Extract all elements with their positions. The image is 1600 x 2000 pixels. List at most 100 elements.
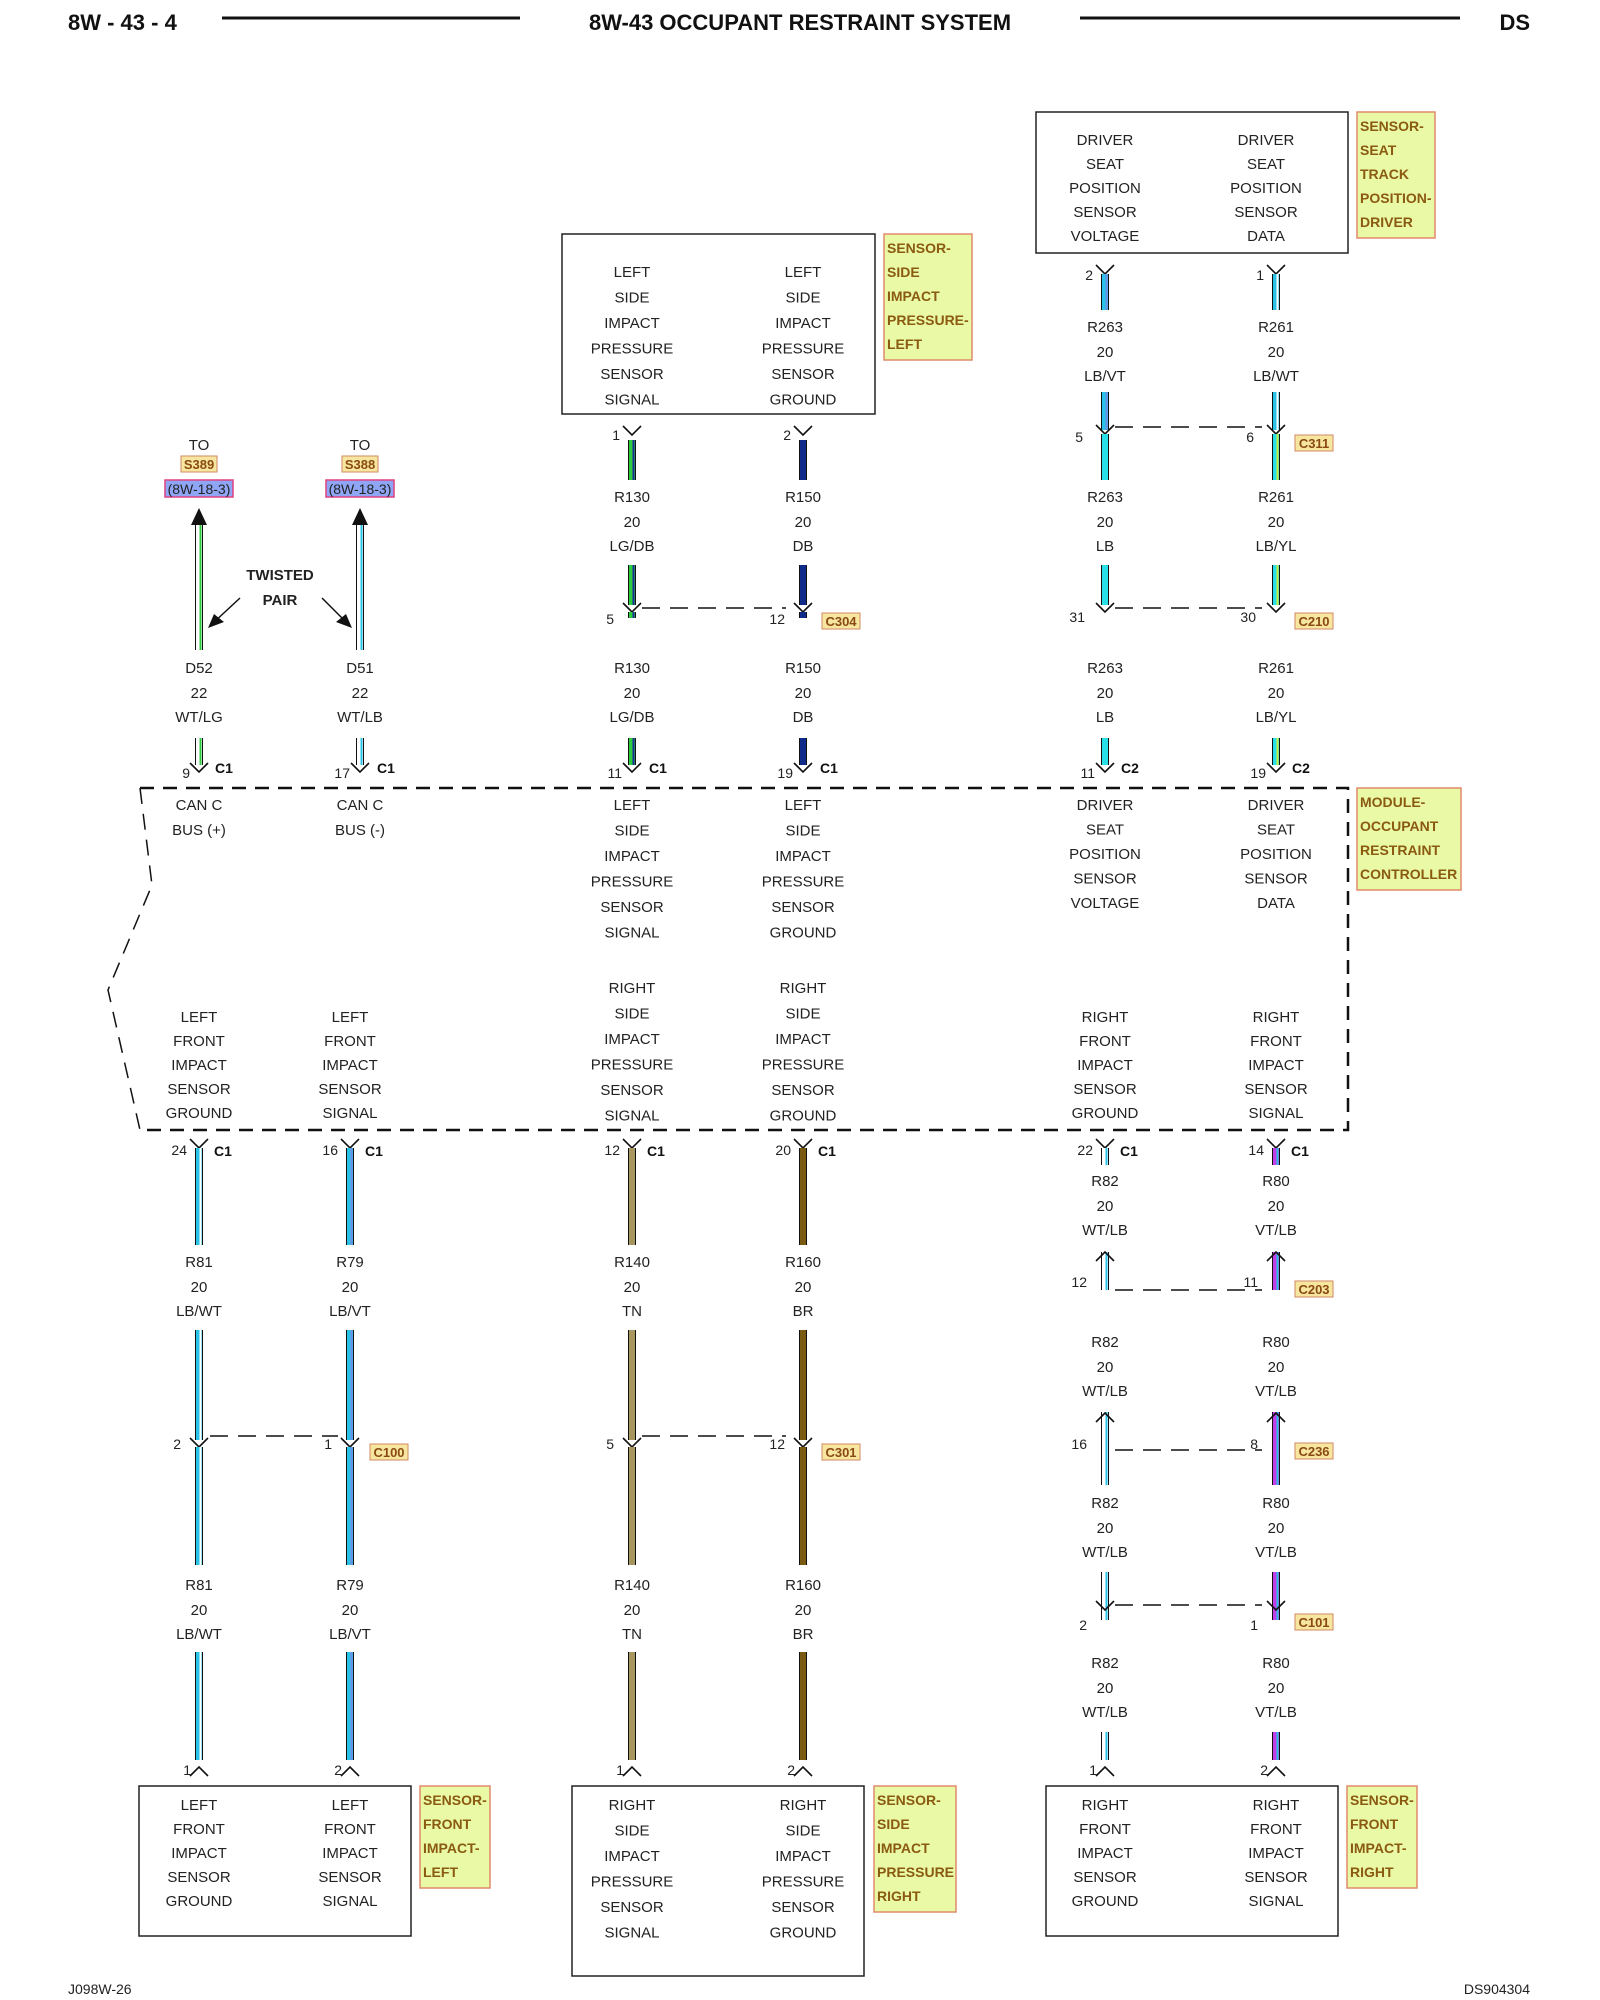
footer-left-code: J098W-26 — [68, 1981, 132, 1997]
wire-r82-label1-gauge: 20 — [1097, 1198, 1114, 1215]
pin-wire-r82-bot: 1 — [1089, 1762, 1097, 1778]
wire-r81-label1-gauge: 20 — [191, 1279, 208, 1296]
wire-r80-label1-color: VT/LB — [1255, 1222, 1297, 1239]
pin-wire-r150-top: 2 — [783, 427, 791, 443]
tag-side-left-line-3: IMPACT — [887, 288, 940, 304]
pin-wire-r80-bot: 2 — [1260, 1762, 1268, 1778]
side-left-signal-line-1: LEFT — [614, 264, 651, 281]
side-right-signal-line-2: SIDE — [614, 1823, 649, 1840]
conn-c203-box — [1294, 1280, 1334, 1298]
term-wire-r261-top — [1266, 264, 1286, 276]
conn-wire-r79-c1: C1 — [365, 1143, 383, 1159]
pin-wire-r140-c1: 12 — [604, 1142, 620, 1158]
module-rsip-ground-line-6: GROUND — [770, 1108, 837, 1125]
wire-r140-label1-code: R140 — [614, 1254, 650, 1271]
module-dsp-data-line-2: SEAT — [1257, 822, 1295, 839]
module-lsip-ground-line-4: PRESSURE — [762, 874, 845, 891]
module-can-plus-line-2: BUS (+) — [172, 822, 226, 839]
seat-sensor-voltage-line-3: POSITION — [1069, 180, 1141, 197]
module-lsip-signal-line-4: PRESSURE — [591, 874, 674, 891]
conn-c100: C100 — [373, 1445, 404, 1460]
side-right-ground-line-3: IMPACT — [775, 1848, 831, 1865]
term-d52-c1 — [189, 762, 209, 774]
term-wire-r82-u2 — [1095, 1411, 1115, 1423]
pin-wire-r79-mid: 1 — [324, 1436, 332, 1452]
wire-r140-label2-color: TN — [622, 1626, 642, 1643]
term-wire-r261-d — [1266, 602, 1286, 614]
tag-front-left-line-2: FRONT — [423, 1816, 472, 1832]
tag-seat-track-line-4: POSITION- — [1360, 190, 1432, 206]
module-rfi-signal-line-3: IMPACT — [1248, 1057, 1304, 1074]
wire-r160-label2-gauge: 20 — [795, 1602, 812, 1619]
module-rsip-ground-line-1: RIGHT — [780, 980, 827, 997]
conn-c210-box — [1294, 612, 1334, 630]
seat-sensor-data-line-3: POSITION — [1230, 180, 1302, 197]
wire-r261-label2-color: LB/YL — [1256, 538, 1297, 555]
wire-r150-label2-color: DB — [793, 709, 814, 726]
conn-d51-c1: C1 — [377, 760, 395, 776]
seat-sensor-data-line-5: DATA — [1247, 228, 1285, 245]
to-ref-2-to: TO — [350, 437, 371, 454]
wire-r81-label2-code: R81 — [185, 1577, 213, 1594]
tag-front-right-line-3: IMPACT- — [1350, 1840, 1407, 1856]
module-dsp-voltage-line-2: SEAT — [1086, 822, 1124, 839]
wire-r79-label1-gauge: 20 — [342, 1279, 359, 1296]
tag-side-right-line-4: PRESSURE — [877, 1864, 954, 1880]
wire-r140-label2-gauge: 20 — [624, 1602, 641, 1619]
module-rsip-signal-line-5: SENSOR — [600, 1082, 664, 1099]
tag-front-right-line-4: RIGHT — [1350, 1864, 1394, 1880]
module-can-minus-line-1: CAN C — [337, 797, 384, 814]
pin-wire-r140-mid: 5 — [606, 1436, 614, 1452]
conn-c304: C304 — [825, 614, 857, 629]
term-wire-r263-c2 — [1095, 762, 1115, 774]
pin-wire-r263-d: 31 — [1069, 609, 1085, 625]
conn-wire-r263-c2: C2 — [1121, 760, 1139, 776]
wire-r80-label2-gauge: 20 — [1268, 1359, 1285, 1376]
pin-wire-r82-d1: 2 — [1079, 1617, 1087, 1633]
front-right-sensor-box — [1045, 1785, 1339, 1937]
to-ref-2-ref-box — [325, 479, 395, 498]
wire-r80-label2-color: VT/LB — [1255, 1383, 1297, 1400]
page-code: 8W - 43 - 4 — [68, 10, 178, 35]
wire-r150-label2-gauge: 20 — [795, 685, 812, 702]
module-rsip-signal-line-6: SIGNAL — [604, 1108, 659, 1125]
to-ref-2-splice-box — [341, 455, 379, 473]
seat-sensor-voltage-line-5: VOLTAGE — [1071, 228, 1140, 245]
term-wire-r160-c1 — [793, 1138, 813, 1150]
pin-wire-r80-u2: 8 — [1250, 1436, 1258, 1452]
wire-r263-label2-code: R263 — [1087, 489, 1123, 506]
side-right-ground-line-6: GROUND — [770, 1925, 837, 1942]
tag-front-right-line-2: FRONT — [1350, 1816, 1399, 1832]
module-lsip-signal-line-1: LEFT — [614, 797, 651, 814]
wire-r160-label2-code: R160 — [785, 1577, 821, 1594]
pin-wire-r79-c1: 16 — [322, 1142, 338, 1158]
module-lfi-ground-line-5: GROUND — [166, 1105, 233, 1122]
wire-r82-label3-code: R82 — [1091, 1495, 1119, 1512]
module-dsp-voltage-line-5: VOLTAGE — [1071, 895, 1140, 912]
term-wire-r263-d — [1095, 602, 1115, 614]
pin-wire-r160-bot: 2 — [787, 1762, 795, 1778]
pin-wire-r82-u1: 12 — [1071, 1274, 1087, 1290]
wire-r263-label2-gauge: 20 — [1097, 514, 1114, 531]
side-right-ground-line-5: SENSOR — [771, 1899, 835, 1916]
conn-wire-r80-c1: C1 — [1291, 1143, 1309, 1159]
wire-r261-label3-gauge: 20 — [1268, 685, 1285, 702]
pin-wire-r140-bot: 1 — [616, 1762, 624, 1778]
front-left-sensor-box — [138, 1785, 412, 1937]
model-code: DS — [1499, 10, 1530, 35]
pin-d51: 17 — [334, 765, 350, 781]
module-outline — [140, 786, 1350, 1132]
pin-wire-r261-top: 1 — [1256, 267, 1264, 283]
seat-sensor-box — [1035, 111, 1349, 254]
to-ref-2-splice: S388 — [345, 457, 375, 472]
conn-c304-box — [821, 612, 861, 630]
module-dsp-voltage-line-1: DRIVER — [1077, 797, 1134, 814]
conn-wire-r140-c1: C1 — [647, 1143, 665, 1159]
wire-r160-label1-code: R160 — [785, 1254, 821, 1271]
wire-r82-label2-color: WT/LB — [1082, 1383, 1128, 1400]
module-lfi-signal-line-3: IMPACT — [322, 1057, 378, 1074]
module-lfi-signal-line-1: LEFT — [332, 1009, 369, 1026]
module-rsip-ground-line-2: SIDE — [785, 1006, 820, 1023]
front-left-ground-line-4: SENSOR — [167, 1869, 231, 1886]
